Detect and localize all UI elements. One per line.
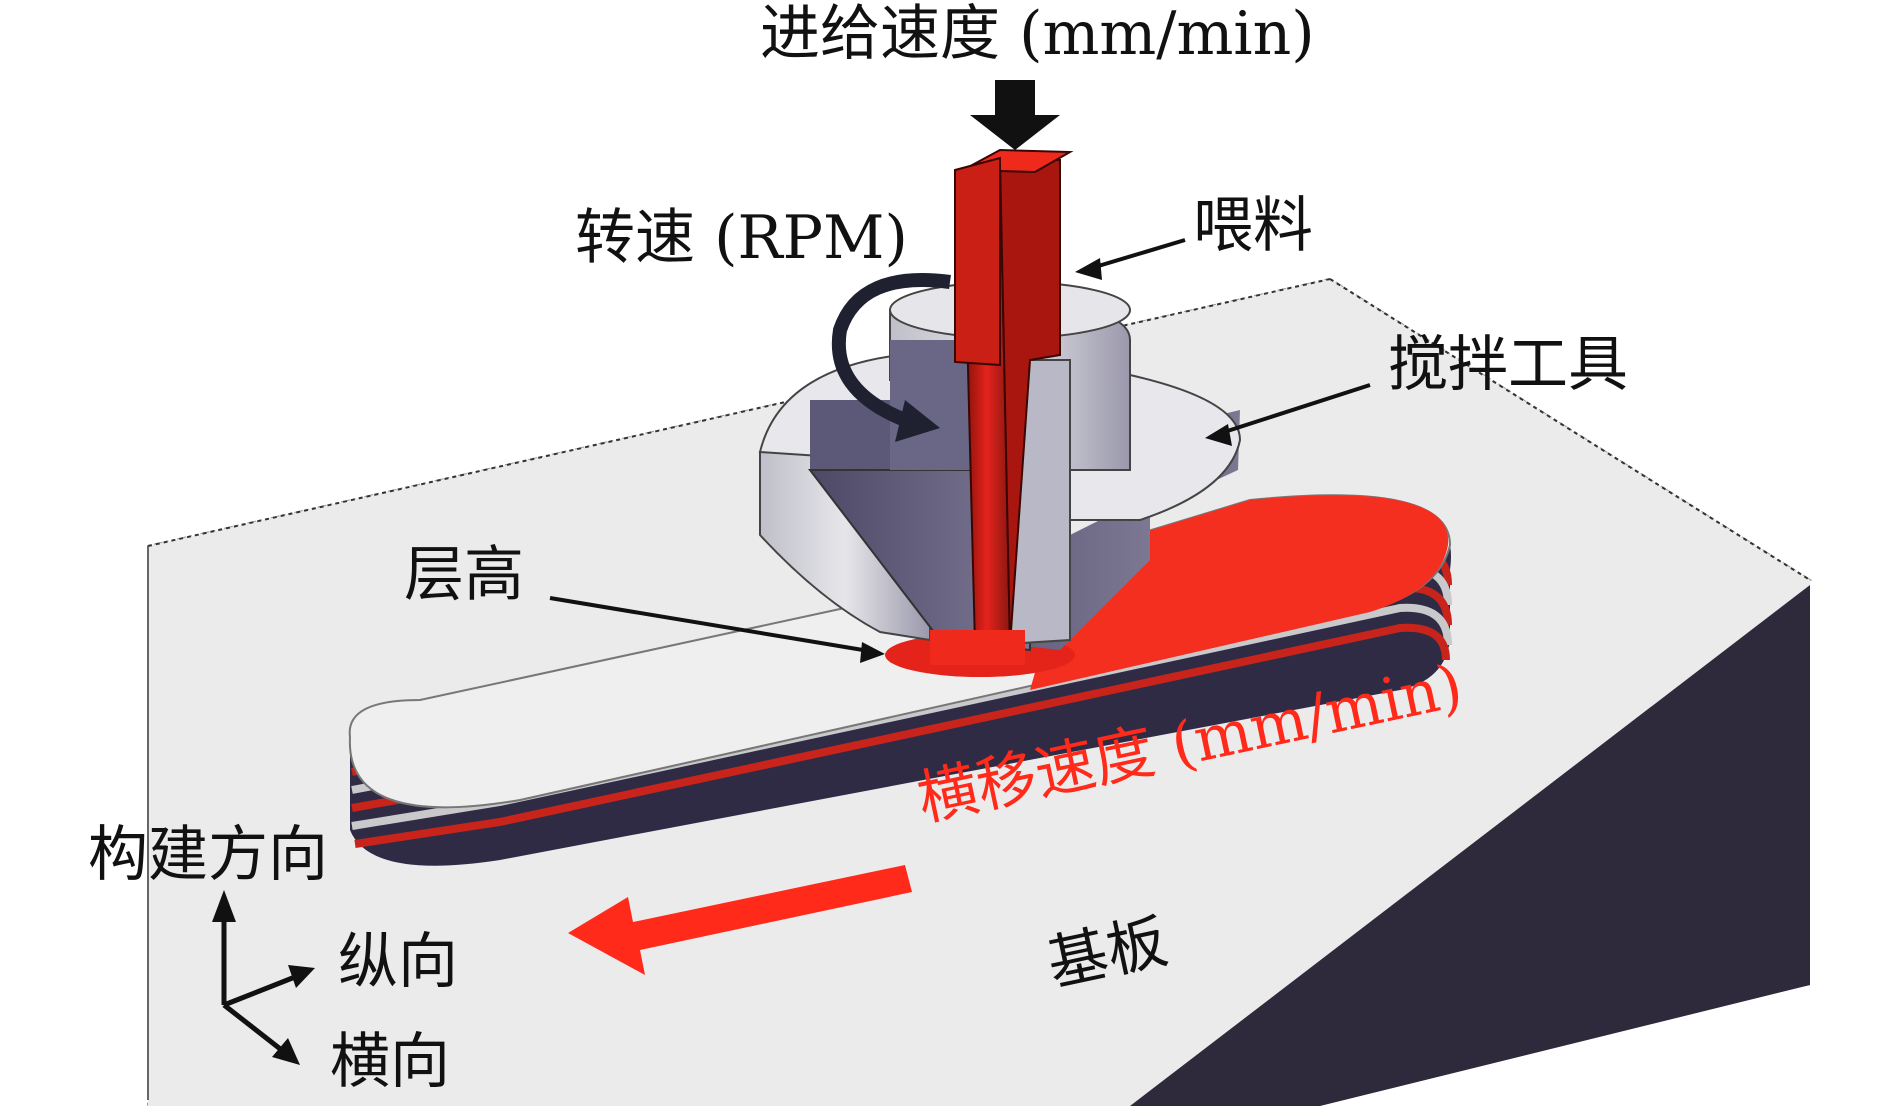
build-direction-label: 构建方向 <box>88 820 328 890</box>
rotation-speed-label: 转速 (RPM) <box>575 203 908 273</box>
stir-tool-label: 搅拌工具 <box>1388 330 1628 400</box>
feed-rate-label: 进给速度 (mm/min) <box>760 0 1315 69</box>
layer-height-label: 层高 <box>404 540 524 610</box>
feed-arrow <box>970 80 1060 150</box>
feedstock-leader <box>1084 238 1186 272</box>
track-layer-stripe <box>354 623 1450 848</box>
longitudinal-label: 纵向 <box>338 927 458 997</box>
axis-triad <box>212 890 315 1065</box>
leader-lines <box>549 238 1371 663</box>
rotation-arrow <box>831 273 951 442</box>
down-arrow-icon <box>970 80 1060 150</box>
rod-bottom-cut <box>930 630 1025 665</box>
axis-up-arrow-icon <box>212 890 236 922</box>
transverse-label: 横向 <box>330 1027 450 1097</box>
rotation-arrow-icon <box>831 273 951 427</box>
traverse-arrow <box>568 865 912 975</box>
rod-front <box>954 156 1001 367</box>
layer-height-leader <box>549 596 876 654</box>
traverse-arrow-icon <box>568 865 912 975</box>
axis-right-arrow-icon <box>288 965 315 988</box>
track-layer-stripe <box>351 603 1452 830</box>
feedstock-rod <box>930 148 1074 665</box>
tool-neck-cut <box>890 340 990 470</box>
stir-tool-leader <box>1214 383 1371 437</box>
plate-right-edge <box>1329 278 1811 581</box>
plate-back-edge <box>147 278 1331 547</box>
feedstock-label: 喂料 <box>1193 191 1313 261</box>
tool-cutaway-left <box>810 400 900 470</box>
axis-diagonal-arrow-icon <box>272 1038 300 1065</box>
